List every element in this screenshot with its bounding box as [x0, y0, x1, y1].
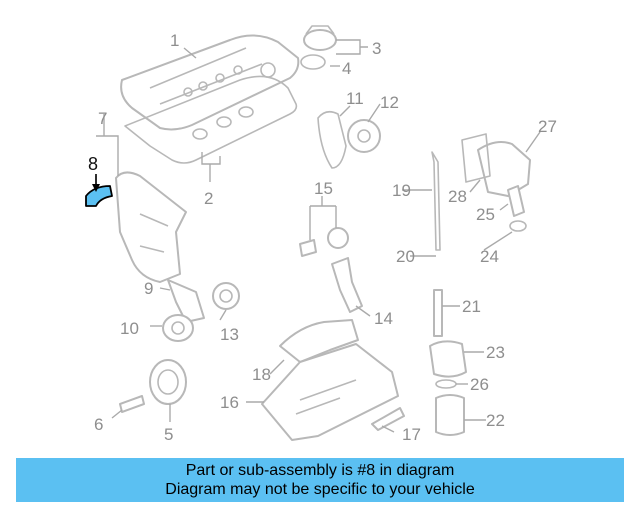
part-14-bracket — [331, 257, 363, 313]
part-25-pipe — [507, 185, 525, 217]
part-13-sprocket — [212, 282, 240, 310]
callout-28: 28 — [448, 187, 467, 206]
callout-2: 2 — [204, 189, 213, 208]
part-22-oil-filter — [435, 394, 465, 436]
part-11-timing-belt — [317, 110, 347, 169]
callout-16: 16 — [220, 393, 239, 412]
callout-24: 24 — [480, 247, 499, 266]
callout-6: 6 — [94, 415, 103, 434]
part-28-gasket — [461, 133, 491, 183]
part-27-filter-housing — [477, 141, 531, 197]
callout-11: 11 — [346, 89, 364, 108]
callout-18: 18 — [252, 365, 271, 384]
part-9-bracket — [167, 279, 205, 323]
callout-4: 4 — [342, 59, 351, 78]
callout-1: 1 — [170, 31, 179, 50]
part-17-sealant — [371, 407, 405, 431]
part-15-tensioner — [299, 227, 349, 257]
callout-8: 8 — [88, 154, 98, 174]
part-4-oil-cap-seal — [300, 54, 326, 70]
callout-27: 27 — [538, 117, 557, 136]
banner-line-2: Diagram may not be specific to your vehi… — [165, 481, 475, 498]
callout-10: 10 — [120, 319, 139, 338]
part-1-valve-cover — [120, 34, 300, 131]
callout-9: 9 — [144, 279, 153, 298]
banner-line-1: Part or sub-assembly is #8 in diagram — [185, 462, 455, 479]
part-3-oil-cap — [303, 25, 337, 51]
callout-5: 5 — [164, 425, 173, 444]
callout-26: 26 — [470, 375, 489, 394]
callout-20: 20 — [396, 247, 415, 266]
leader-lines — [95, 39, 541, 433]
callout-3: 3 — [372, 39, 381, 58]
part-10-seal-flange — [162, 314, 194, 342]
part-5-pulley — [149, 359, 187, 405]
part-7-timing-cover — [115, 171, 187, 283]
callout-22: 22 — [486, 411, 505, 430]
callout-14: 14 — [374, 309, 393, 328]
callout-12: 12 — [380, 93, 399, 112]
part-16-oil-pan — [261, 343, 399, 441]
callout-13: 13 — [220, 325, 239, 344]
part-6-bolt — [119, 395, 145, 413]
info-banner: Part or sub-assembly is #8 in diagram Di… — [16, 458, 624, 502]
callout-17: 17 — [402, 425, 421, 444]
part-2-gasket — [124, 75, 298, 164]
callout-8-arrow — [92, 174, 100, 192]
callout-15: 15 — [314, 179, 333, 198]
part-21-dipstick-tube — [433, 289, 443, 337]
part-19-dipstick — [431, 151, 441, 251]
callout-labels: 1 2 3 4 5 6 7 8 9 10 11 12 13 14 15 16 1… — [88, 31, 557, 444]
callout-7: 7 — [98, 109, 107, 128]
callout-23: 23 — [486, 343, 505, 362]
callout-19: 19 — [392, 181, 411, 200]
callout-21: 21 — [462, 297, 481, 316]
part-18-baffle — [279, 319, 359, 363]
part-23-filter-housing — [429, 340, 467, 378]
part-24-o-ring — [509, 220, 527, 232]
parts-diagram: 1 2 3 4 5 6 7 8 9 10 11 12 13 14 15 16 1… — [85, 25, 557, 444]
part-8-highlighted — [85, 185, 113, 207]
callout-25: 25 — [476, 205, 495, 224]
part-26-seal — [435, 379, 457, 389]
part-12-cam-sprocket — [347, 119, 381, 153]
